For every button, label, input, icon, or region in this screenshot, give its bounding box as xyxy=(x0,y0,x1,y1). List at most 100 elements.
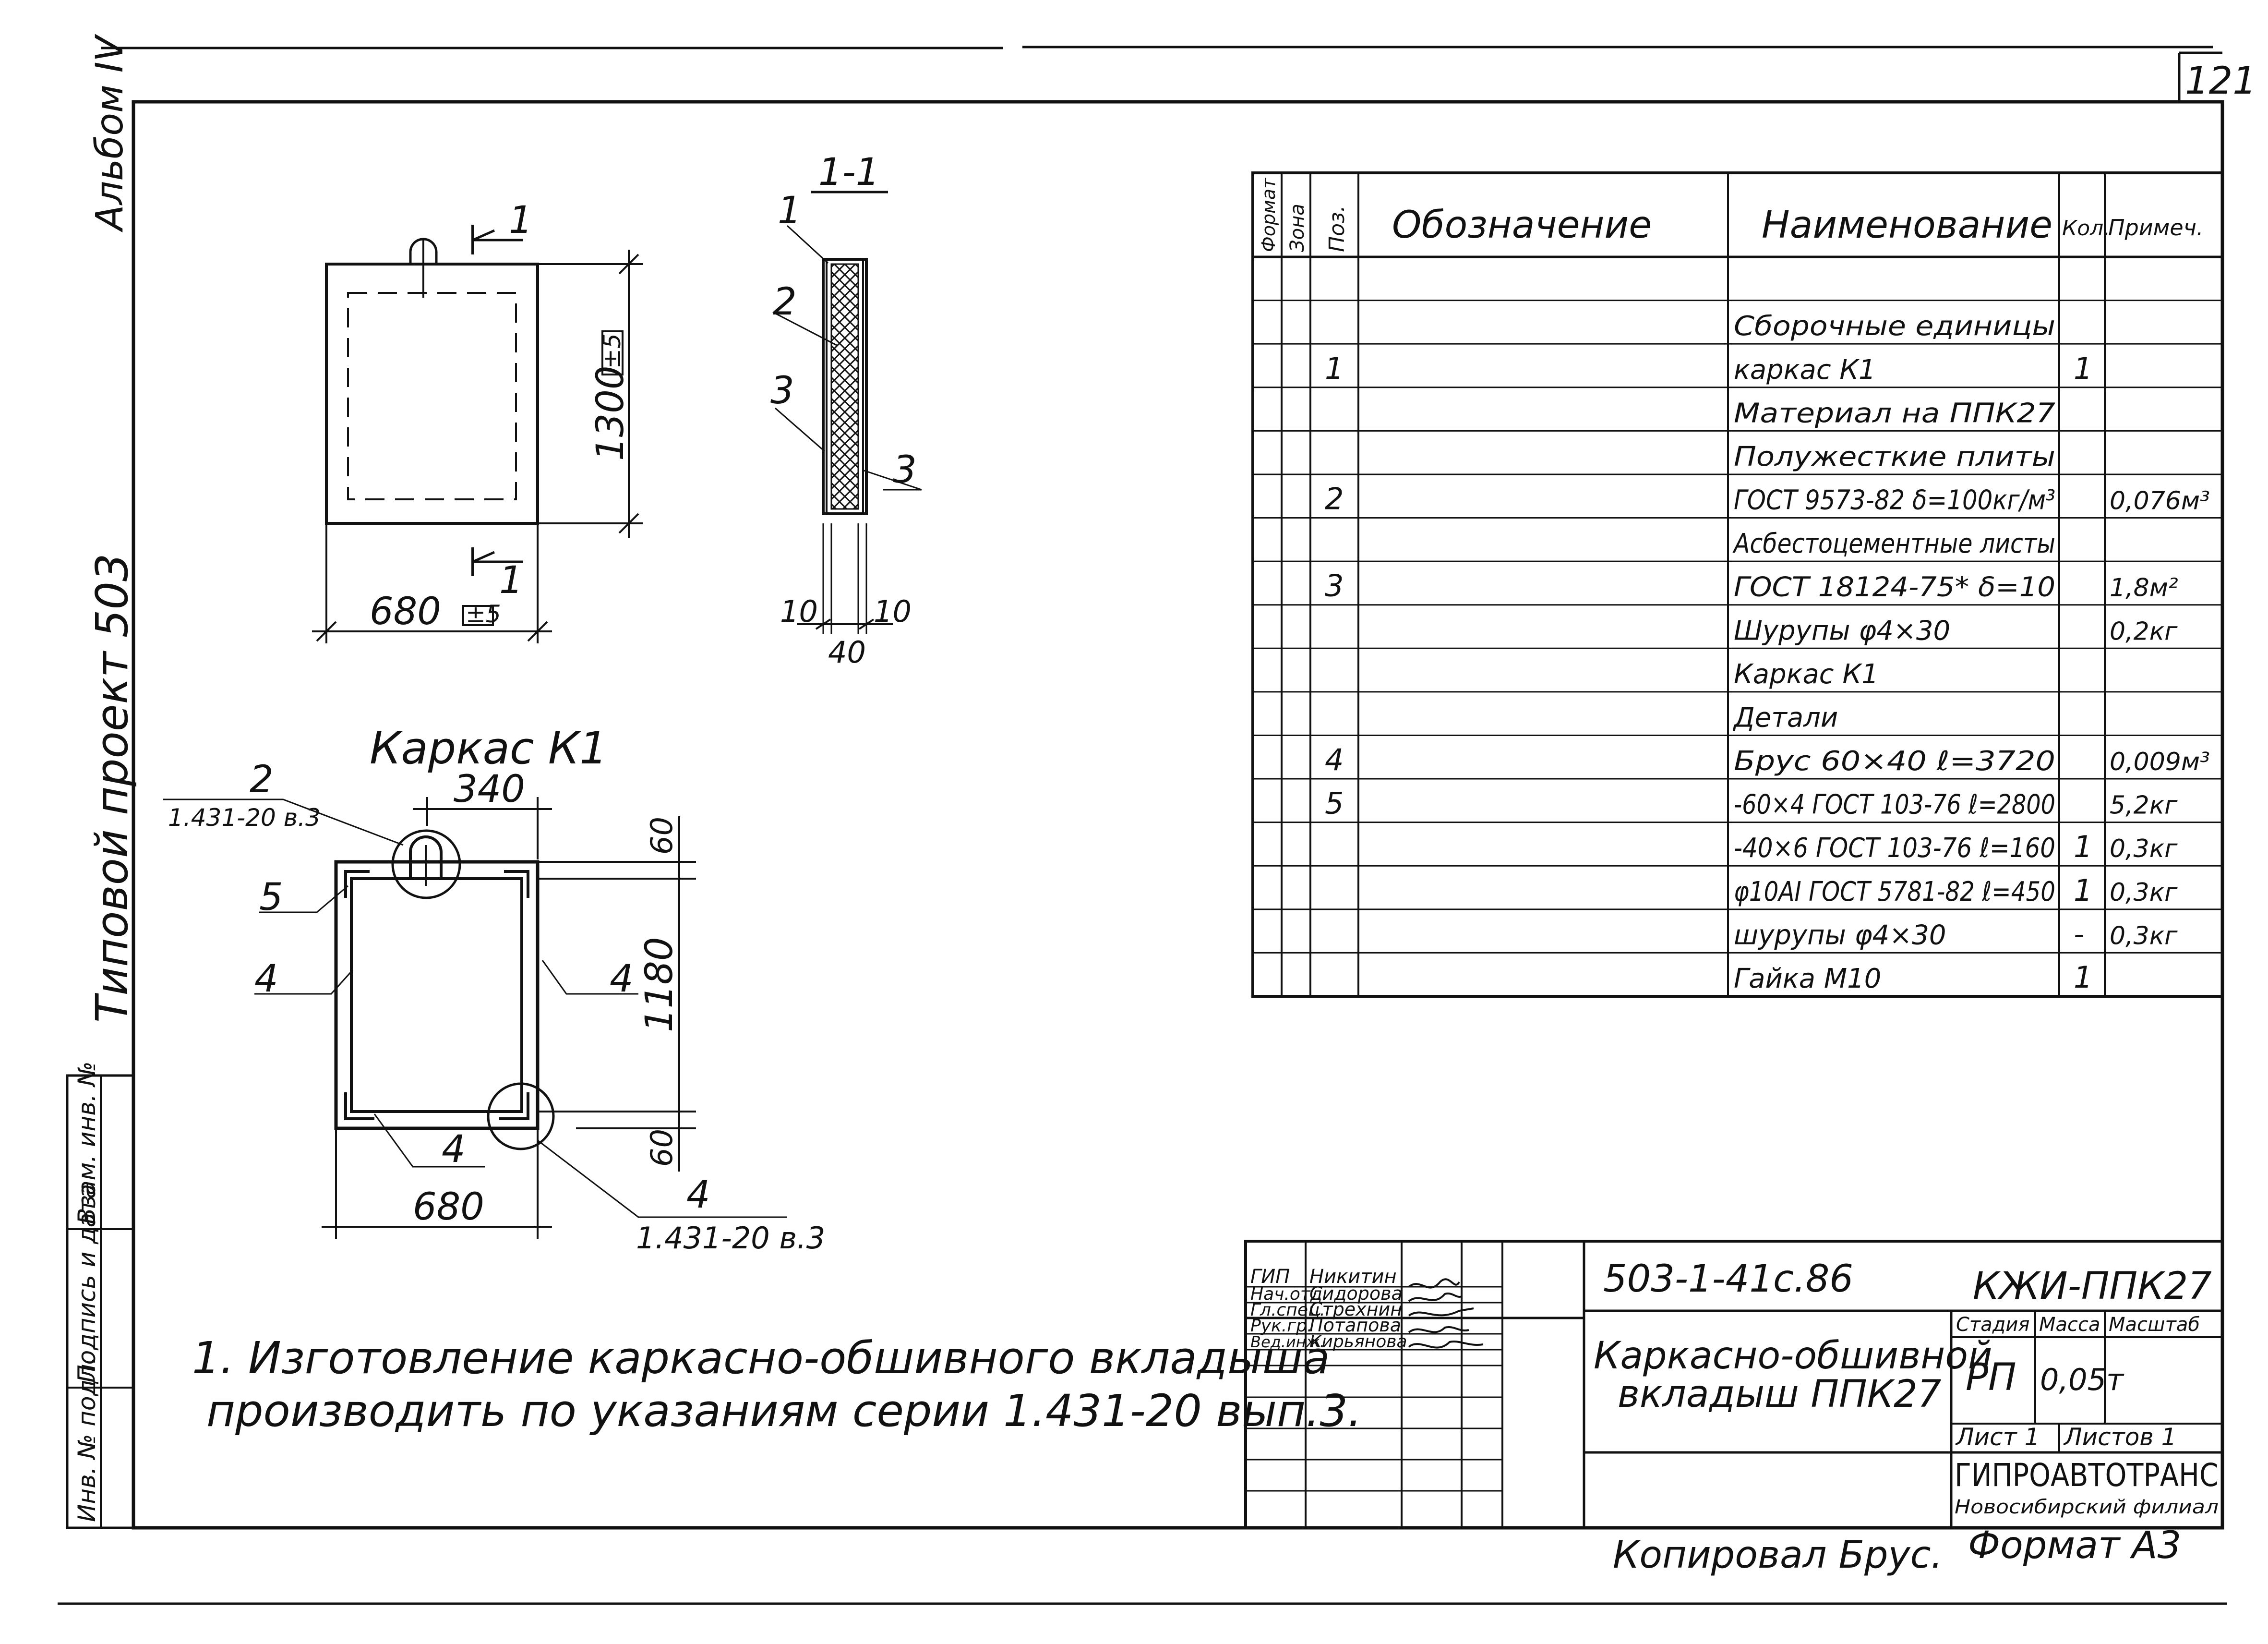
frame-callout-4-ref: 4 xyxy=(686,1173,710,1217)
spec-header-pos: Поз. xyxy=(1325,206,1349,252)
spec-row-qty: - xyxy=(2074,916,2084,951)
tb-name-potapova: Потапова xyxy=(1309,1315,1401,1336)
spec-table xyxy=(1251,171,2224,998)
title-block xyxy=(1244,1240,2224,1529)
frame-title: Каркас К1 xyxy=(370,723,608,774)
spec-row-name: шурупы φ4×30 xyxy=(1734,919,1946,951)
tb-code: 503-1-41с.86 xyxy=(1603,1257,1853,1301)
spec-row-name: Брус 60×40 ℓ=3720 xyxy=(1734,746,2055,777)
tb-name-sidorova: Сидорова xyxy=(1309,1283,1403,1304)
spec-row-note: 0,076м³ xyxy=(2110,487,2210,516)
side-stamp-signature-date: Подпись и дата xyxy=(73,1184,101,1383)
spec-row-name: Материал на ППК27 xyxy=(1734,398,2055,429)
spec-row-name: Гайка М10 xyxy=(1734,963,1881,994)
frame-dim-bottom: 680 xyxy=(413,1185,484,1229)
spec-row-name: Каркас К1 xyxy=(1734,659,1879,690)
frame-callout-4-bottom: 4 xyxy=(442,1128,466,1171)
spec-row-name: φ10АI ГОСТ 5781-82 ℓ=450 xyxy=(1734,876,2055,907)
spec-header-format: Формат xyxy=(1258,177,1279,252)
spec-row-note: 1,8м² xyxy=(2110,574,2178,603)
tb-role-head-dept: Нач.отд. xyxy=(1250,1284,1328,1304)
spec-row-pos: 4 xyxy=(1325,742,1344,777)
tb-role-lead-eng: Вед.инж. xyxy=(1250,1333,1325,1351)
spec-header-designation: Обозначение xyxy=(1392,204,1652,247)
frame-callout-2: 2 xyxy=(250,758,274,801)
spec-row-note: 0,3кг xyxy=(2110,921,2178,950)
frame-dim-bottom-right: 60 xyxy=(644,1129,679,1167)
signature-scribble xyxy=(1408,1341,1484,1349)
side-project-label: Типовой проект 503 xyxy=(86,554,138,1023)
note-line-1: 1. Изготовление каркасно-обшивного вклад… xyxy=(192,1332,1330,1384)
spec-header-name: Наименование xyxy=(1762,204,2052,247)
spec-row-qty: 1 xyxy=(2074,829,2092,864)
spec-row-note: 0,3кг xyxy=(2110,878,2178,907)
spec-row-name: Детали xyxy=(1732,702,1838,733)
tb-stage: РП xyxy=(1966,1356,2016,1399)
spec-row-name: -40×6 ГОСТ 103-76 ℓ=160 xyxy=(1734,833,2055,864)
side-album-label: Альбом IV xyxy=(88,34,132,233)
frame-callout-4-left: 4 xyxy=(254,957,278,1001)
spec-row-qty: 1 xyxy=(2074,351,2092,386)
spec-row-pos: 5 xyxy=(1325,786,1344,821)
tb-name-nikitin: Никитин xyxy=(1309,1266,1397,1288)
tb-scale-label: Масштаб xyxy=(2109,1314,2200,1336)
tb-branch: Новосибирский филиал xyxy=(1955,1496,2219,1518)
section-callout-2: 2 xyxy=(773,280,797,324)
section-dim-left: 10 xyxy=(780,594,818,629)
panel-height-dim: 1300 xyxy=(589,365,632,461)
frame-dim-top-right: 60 xyxy=(644,817,679,855)
section-callout-1: 1 xyxy=(778,189,802,232)
spec-row-note: 0,009м³ xyxy=(2110,748,2210,776)
spec-row-pos: 1 xyxy=(1325,351,1344,386)
panel-height-tol: ±5 xyxy=(598,333,626,369)
tb-sheets: Листов 1 xyxy=(2063,1423,2176,1451)
signature-scribble xyxy=(1408,1292,1462,1302)
frame-dim-right: 1180 xyxy=(638,937,681,1032)
tb-mass: 0,05т xyxy=(2040,1362,2124,1397)
spec-row-qty: 1 xyxy=(2074,960,2092,995)
section-dim-total: 40 xyxy=(828,635,866,670)
panel-width-tol: ±5 xyxy=(466,600,501,628)
tb-title-line-2: вкладыш ППК27 xyxy=(1618,1373,1941,1416)
format-label: Формат А3 xyxy=(1968,1524,2181,1567)
side-stamp xyxy=(66,1074,135,1529)
spec-row-name: ГОСТ 9573-82 δ=100кг/м³ xyxy=(1734,485,2055,516)
tb-mark: КЖИ-ППК27 xyxy=(1973,1265,2212,1308)
tb-role-chief-spec: Гл.спец. xyxy=(1250,1300,1325,1320)
spec-row-name: Сборочные единицы xyxy=(1734,311,2055,342)
tb-name-strekhnin: Стрехнин xyxy=(1309,1299,1402,1320)
section-callout-3-left: 3 xyxy=(770,369,794,412)
tb-title-line-1: Каркасно-обшивной xyxy=(1594,1334,1992,1378)
spec-row-pos: 3 xyxy=(1325,568,1344,604)
section-callout-3-right: 3 xyxy=(893,448,917,492)
page-number: 121 xyxy=(2185,60,2256,103)
panel-section-mark-top: 1 xyxy=(509,199,533,242)
section-dim-right: 10 xyxy=(874,594,912,629)
frame-dim-top: 340 xyxy=(454,768,525,811)
panel-view xyxy=(312,225,643,643)
spec-row-qty: 1 xyxy=(2074,873,2092,908)
tb-role-gip: ГИП xyxy=(1250,1266,1290,1288)
frame-view xyxy=(163,797,787,1239)
spec-row-name: -60×4 ГОСТ 103-76 ℓ=2800 xyxy=(1734,789,2055,821)
spec-row-name: Шурупы φ4×30 xyxy=(1734,615,1950,646)
frame-ref-top: 1.431-20 в.3 xyxy=(168,804,321,832)
spec-row-note: 0,2кг xyxy=(2110,617,2178,646)
signature-scribble xyxy=(1408,1326,1469,1333)
frame-callout-4-right: 4 xyxy=(610,957,634,1001)
side-stamp-inv-no: Инв. № подл. xyxy=(73,1356,101,1522)
tb-stage-label: Стадия xyxy=(1956,1314,2029,1336)
signature-scribble xyxy=(1408,1307,1474,1317)
tb-mass-label: Масса xyxy=(2039,1314,2100,1336)
copied-by: Копировал Брус. xyxy=(1613,1534,1943,1577)
spec-row-note: 0,3кг xyxy=(2110,834,2178,863)
panel-width-dim: 680 xyxy=(370,590,441,633)
frame-ref-bottom: 1.431-20 в.3 xyxy=(636,1221,825,1256)
side-stamp-replaced-inv: Взам. инв. № xyxy=(73,1062,101,1224)
spec-header-note: Примеч. xyxy=(2108,215,2204,241)
tb-role-group-lead: Рук.гр. xyxy=(1250,1316,1312,1336)
spec-header-zone: Зона xyxy=(1286,204,1308,252)
tb-sheet: Лист 1 xyxy=(1955,1423,2040,1451)
